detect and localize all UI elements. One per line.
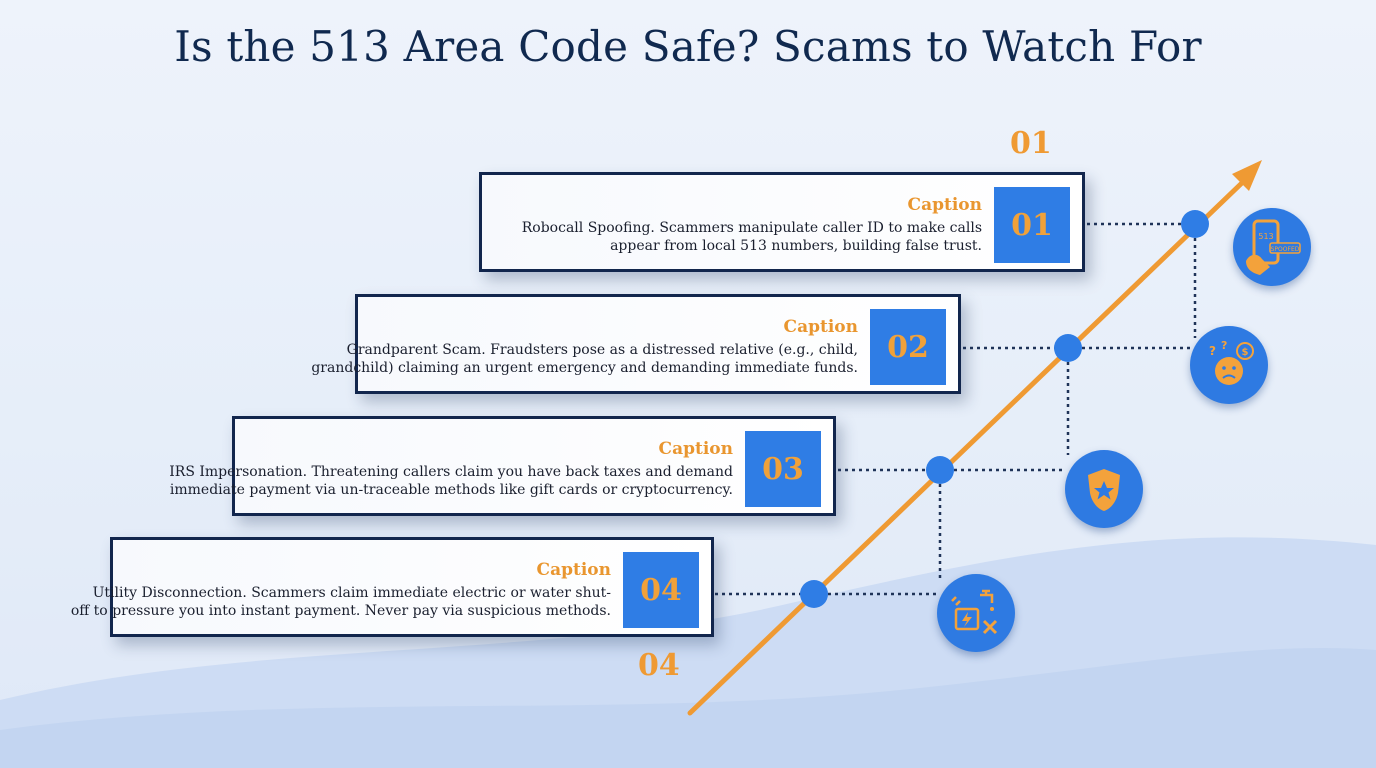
step-card-02: Caption Grandparent Scam. Fraudsters pos… xyxy=(311,294,961,394)
step-caption: Caption xyxy=(783,317,858,337)
step-caption: Caption xyxy=(658,439,733,459)
worried-face-money-icon: ? ? $ xyxy=(1190,326,1268,404)
step-dot-04 xyxy=(800,580,828,608)
step-number-box: 03 xyxy=(745,431,821,507)
step-description: Utility Disconnection. Scammers claim im… xyxy=(70,585,611,619)
step-number-box: 01 xyxy=(994,187,1070,263)
phone-number-text: 513 xyxy=(1258,232,1273,241)
phone-spoof-icon: 513 SPOOFED xyxy=(1233,208,1311,286)
step-description: IRS Impersonation. Threatening callers c… xyxy=(169,464,733,498)
spoofed-badge-text: SPOOFED xyxy=(1271,246,1300,253)
step-caption: Caption xyxy=(536,560,611,580)
page-title: Is the 513 Area Code Safe? Scams to Watc… xyxy=(174,22,1202,71)
trend-arrow-line xyxy=(687,177,1248,716)
step-number-box: 04 xyxy=(623,552,699,628)
police-badge-icon xyxy=(1065,450,1143,528)
svg-text:?: ? xyxy=(1209,344,1216,358)
step-dot-02 xyxy=(1054,334,1082,362)
svg-text:?: ? xyxy=(1221,339,1227,352)
step-caption: Caption xyxy=(907,195,982,215)
svg-text:$: $ xyxy=(1242,347,1249,358)
step-number-box: 02 xyxy=(870,309,946,385)
step-card-04: Caption Utility Disconnection. Scammers … xyxy=(71,537,714,637)
step-description: Grandparent Scam. Fraudsters pose as a d… xyxy=(311,342,858,376)
step-dot-01 xyxy=(1181,210,1209,238)
bottom-step-number: 04 xyxy=(638,648,680,683)
step-card-03: Caption IRS Impersonation. Threatening c… xyxy=(169,416,836,516)
top-step-number: 01 xyxy=(1010,126,1052,161)
trend-arrow-head xyxy=(1232,160,1262,191)
step-description: Robocall Spoofing. Scammers manipulate c… xyxy=(521,220,982,254)
step-card-01: Caption Robocall Spoofing. Scammers mani… xyxy=(479,172,1085,272)
step-dot-03 xyxy=(926,456,954,484)
utility-shutoff-icon xyxy=(937,574,1015,652)
